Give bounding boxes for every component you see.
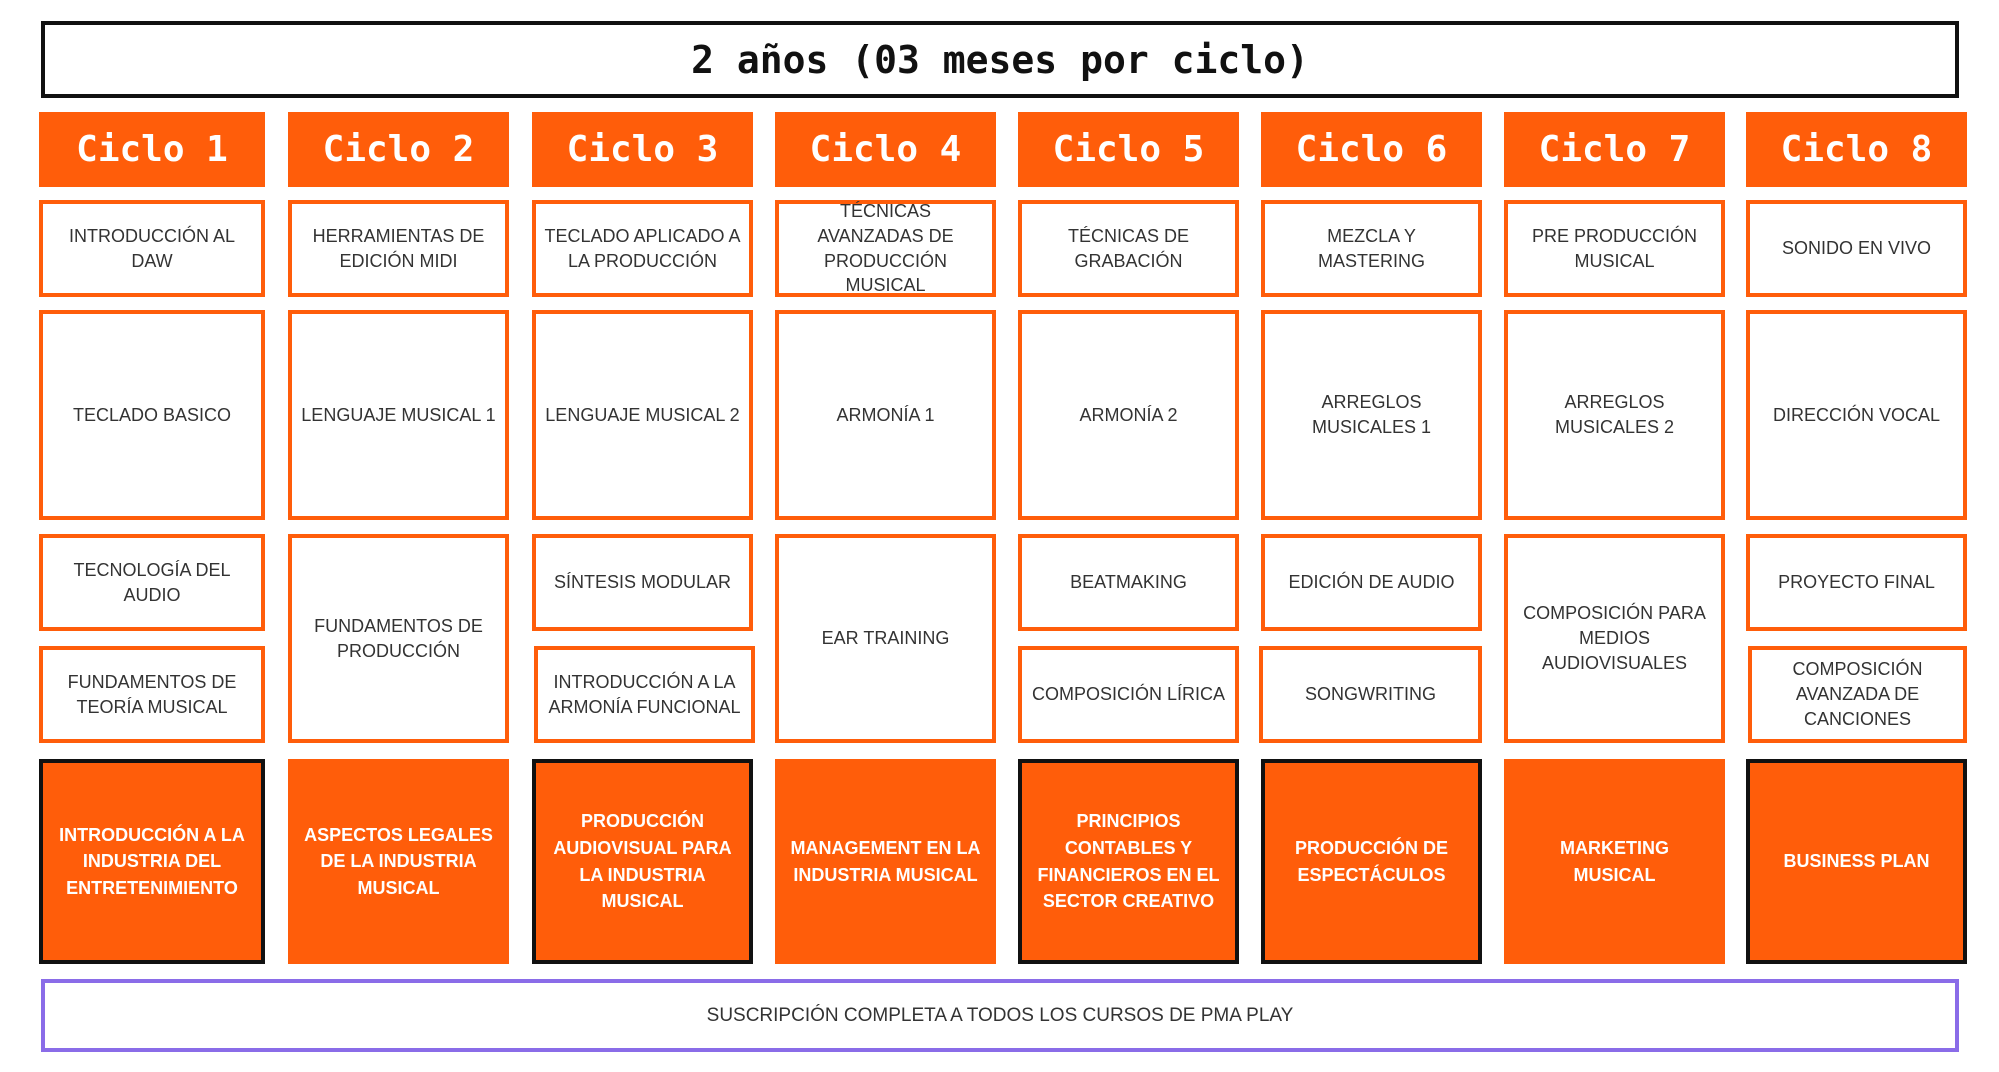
course-c1-r3: TECNOLOGÍA DEL AUDIO <box>39 534 265 631</box>
cycle-header-2: Ciclo 2 <box>288 112 509 187</box>
course-c1-r1: INTRODUCCIÓN AL DAW <box>39 200 265 297</box>
cycle-header-4: Ciclo 4 <box>775 112 996 187</box>
business-course-4: MANAGEMENT EN LA INDUSTRIA MUSICAL <box>775 759 996 964</box>
course-c8-r3: PROYECTO FINAL <box>1746 534 1967 631</box>
course-c3-r2: LENGUAJE MUSICAL 2 <box>532 310 753 520</box>
business-course-2: ASPECTOS LEGALES DE LA INDUSTRIA MUSICAL <box>288 759 509 964</box>
course-c7-r2: ARREGLOS MUSICALES 2 <box>1504 310 1725 520</box>
course-c3-r1: TECLADO APLICADO A LA PRODUCCIÓN <box>532 200 753 297</box>
course-c7-r1: PRE PRODUCCIÓN MUSICAL <box>1504 200 1725 297</box>
program-duration-text: 2 años (03 meses por ciclo) <box>691 37 1309 82</box>
course-c6-r4: SONGWRITING <box>1259 646 1482 743</box>
course-c3-r3: SÍNTESIS MODULAR <box>532 534 753 631</box>
cycle-header-5: Ciclo 5 <box>1018 112 1239 187</box>
course-c8-r1: SONIDO EN VIVO <box>1746 200 1967 297</box>
course-c2-r3: FUNDAMENTOS DE PRODUCCIÓN <box>288 534 509 743</box>
course-c8-r4: COMPOSICIÓN AVANZADA DE CANCIONES <box>1748 646 1967 743</box>
business-course-8: BUSINESS PLAN <box>1746 759 1967 964</box>
business-course-5: PRINCIPIOS CONTABLES Y FINANCIEROS EN EL… <box>1018 759 1239 964</box>
course-c6-r2: ARREGLOS MUSICALES 1 <box>1261 310 1482 520</box>
course-c5-r4: COMPOSICIÓN LÍRICA <box>1018 646 1239 743</box>
cycle-header-1: Ciclo 1 <box>39 112 265 187</box>
course-c1-r2: TECLADO BASICO <box>39 310 265 520</box>
course-c2-r2: LENGUAJE MUSICAL 1 <box>288 310 509 520</box>
course-c4-r2: ARMONÍA 1 <box>775 310 996 520</box>
business-course-7: MARKETING MUSICAL <box>1504 759 1725 964</box>
course-c5-r2: ARMONÍA 2 <box>1018 310 1239 520</box>
course-c2-r1: HERRAMIENTAS DE EDICIÓN MIDI <box>288 200 509 297</box>
cycle-header-6: Ciclo 6 <box>1261 112 1482 187</box>
course-c7-r3: COMPOSICIÓN PARA MEDIOS AUDIOVISUALES <box>1504 534 1725 743</box>
business-course-1: INTRODUCCIÓN A LA INDUSTRIA DEL ENTRETEN… <box>39 759 265 964</box>
cycle-header-3: Ciclo 3 <box>532 112 753 187</box>
cycle-header-7: Ciclo 7 <box>1504 112 1725 187</box>
course-c4-r3: EAR TRAINING <box>775 534 996 743</box>
course-c6-r1: MEZCLA Y MASTERING <box>1261 200 1482 297</box>
course-c6-r3: EDICIÓN DE AUDIO <box>1261 534 1482 631</box>
subscription-banner-text: SUSCRIPCIÓN COMPLETA A TODOS LOS CURSOS … <box>706 1004 1294 1026</box>
course-c4-r1: TÉCNICAS AVANZADAS DE PRODUCCIÓN MUSICAL <box>775 200 996 297</box>
business-course-3: PRODUCCIÓN AUDIOVISUAL PARA LA INDUSTRIA… <box>532 759 753 964</box>
course-c1-r4: FUNDAMENTOS DE TEORÍA MUSICAL <box>39 646 265 743</box>
program-duration-title: 2 años (03 meses por ciclo) <box>41 21 1959 98</box>
cycle-header-8: Ciclo 8 <box>1746 112 1967 187</box>
subscription-banner: SUSCRIPCIÓN COMPLETA A TODOS LOS CURSOS … <box>41 979 1959 1052</box>
course-c5-r1: TÉCNICAS DE GRABACIÓN <box>1018 200 1239 297</box>
business-course-6: PRODUCCIÓN DE ESPECTÁCULOS <box>1261 759 1482 964</box>
course-c5-r3: BEATMAKING <box>1018 534 1239 631</box>
course-c8-r2: DIRECCIÓN VOCAL <box>1746 310 1967 520</box>
course-c3-r4: INTRODUCCIÓN A LA ARMONÍA FUNCIONAL <box>534 646 755 743</box>
